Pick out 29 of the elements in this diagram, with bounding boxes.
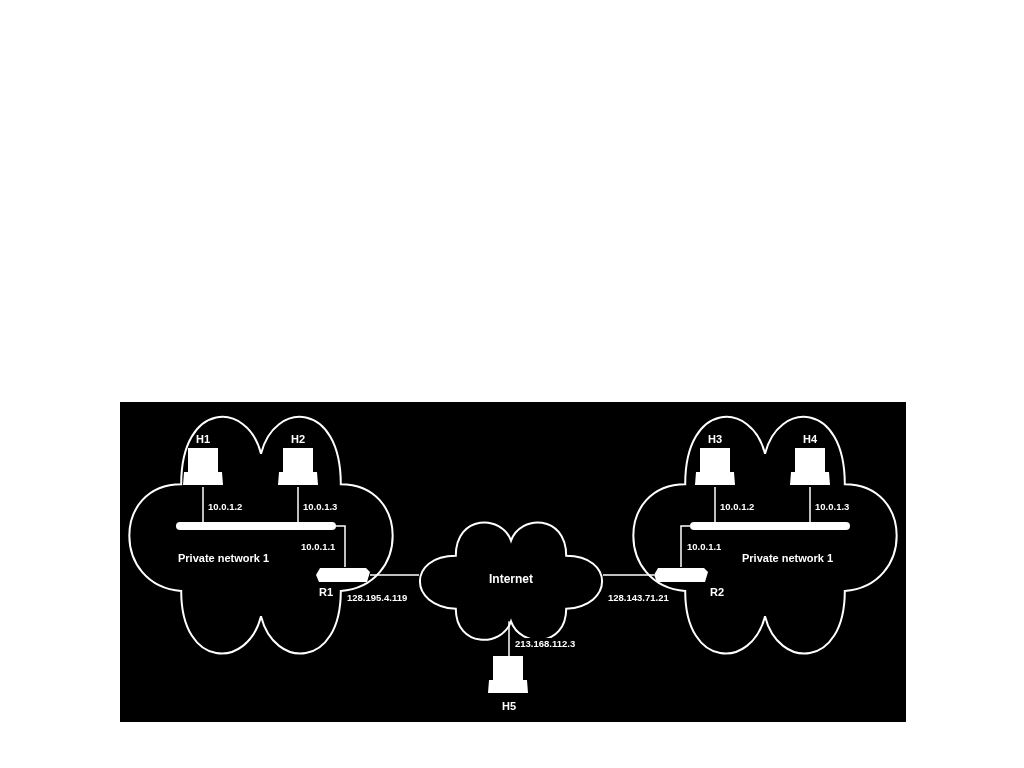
- network-link: [714, 486, 716, 523]
- network-link: [335, 525, 346, 568]
- ip-address-label: 10.0.1.1: [686, 541, 723, 552]
- network-link: [369, 574, 420, 576]
- device-label: H4: [801, 433, 819, 446]
- device-label: H1: [194, 433, 212, 446]
- network-label: Internet: [488, 573, 534, 586]
- ip-address-label: 10.0.1.2: [207, 501, 244, 512]
- network-label: Private network 1: [742, 552, 834, 565]
- ip-address-label: 128.195.4.119: [346, 592, 409, 603]
- device-label: R2: [710, 586, 725, 599]
- network-link: [809, 486, 811, 523]
- ip-address-label: 128.143.71.21: [607, 592, 670, 603]
- ip-address-label: 10.0.1.1: [300, 541, 337, 552]
- device-label: H5: [500, 700, 518, 713]
- ip-address-label: 10.0.1.2: [719, 501, 756, 512]
- network-label: Private network 1: [178, 552, 270, 565]
- network-link: [680, 525, 691, 568]
- ip-address-label: 10.0.1.3: [302, 501, 339, 512]
- network-bus-bar: [690, 522, 850, 530]
- network-link: [602, 574, 655, 576]
- network-link: [202, 486, 204, 523]
- device-label: H2: [289, 433, 307, 446]
- device-label: H3: [706, 433, 724, 446]
- ip-address-label: 213.168.112.3: [514, 638, 577, 649]
- device-label: R1: [319, 586, 334, 599]
- network-link: [297, 486, 299, 523]
- network-bus-bar: [176, 522, 336, 530]
- ip-address-label: 10.0.1.3: [814, 501, 851, 512]
